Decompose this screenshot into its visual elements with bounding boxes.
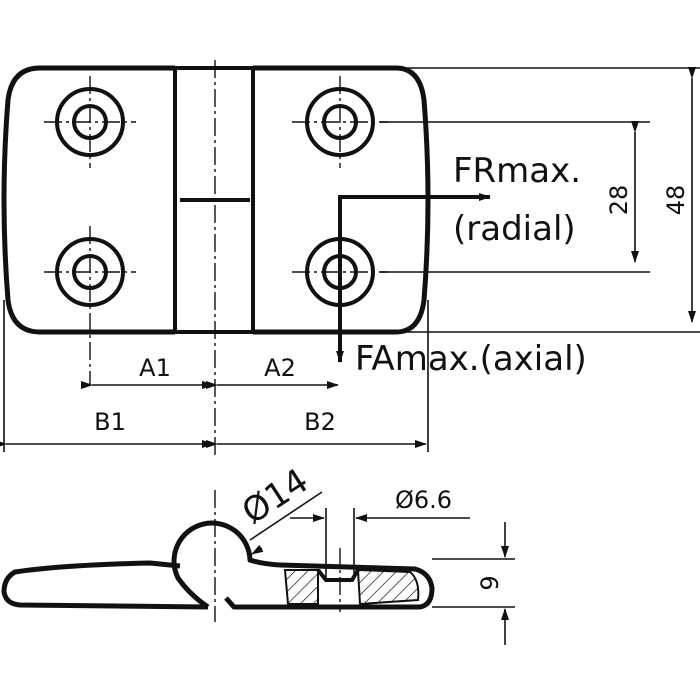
- dim-d66-label: Ø6.6: [395, 486, 452, 514]
- axial-force-label: FAmax.(axial): [355, 339, 587, 379]
- radial-force-arrow: [338, 193, 491, 272]
- left-leaf-outline: [1, 65, 175, 335]
- side-hatched-section: [283, 569, 319, 605]
- hinge-side-view: Ø14 Ø6.6 9: [1, 461, 515, 645]
- side-left-leaf: [1, 560, 209, 610]
- side-right-leaf: [224, 562, 435, 610]
- radial-force-sublabel: (radial): [453, 209, 576, 249]
- dim-d14-arrow: [251, 544, 264, 555]
- radial-force-label: FRmax.: [453, 151, 581, 191]
- hinge-knuckle: [173, 66, 255, 334]
- dim-a1-label: A1: [139, 354, 171, 382]
- hinge-top-view: FRmax. (radial) FAmax.(axial) 28 48 A1 A…: [0, 60, 700, 455]
- dim-b1-label: B1: [94, 408, 126, 436]
- dim-a2-label: A2: [264, 354, 296, 382]
- hole-top-right: [292, 76, 388, 168]
- right-leaf-outline: [253, 65, 431, 335]
- hole-bottom-left: [44, 226, 136, 385]
- side-countersink: [316, 568, 360, 582]
- dim-28-label: 28: [605, 185, 633, 216]
- side-knuckle: [171, 520, 281, 610]
- dim-d14-leader: [249, 491, 323, 541]
- side-hatched-section-right: [356, 568, 420, 606]
- dim-9-label: 9: [476, 575, 504, 590]
- hole-top-left: [44, 76, 136, 168]
- dim-b2-label: B2: [304, 408, 336, 436]
- dim-48-label: 48: [662, 185, 690, 216]
- dim-d14-label: Ø14: [235, 461, 316, 533]
